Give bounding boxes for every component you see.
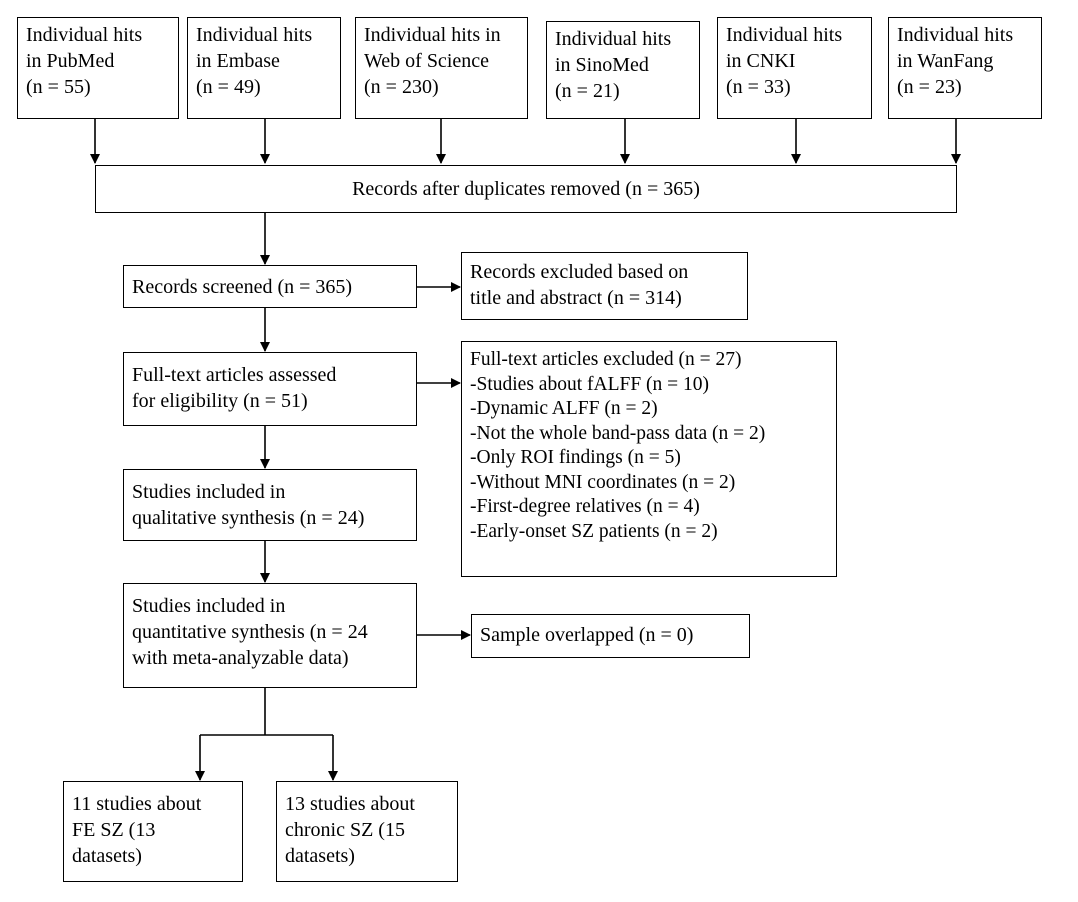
source-box-pubmed: Individual hits in PubMed (n = 55)	[17, 17, 179, 119]
excluded-line: -Without MNI coordinates (n = 2)	[470, 471, 736, 493]
quantitative-synthesis-box: Studies included in quantitative synthes…	[123, 583, 417, 688]
excluded-line: -Not the whole band-pass data (n = 2)	[470, 422, 766, 444]
chronic-sz-box: 13 studies about chronic SZ (15 datasets…	[276, 781, 458, 882]
source-box-cnki: Individual hits in CNKI (n = 33)	[717, 17, 872, 119]
source-box-embase: Individual hits in Embase (n = 49)	[187, 17, 341, 119]
excluded-line: -Dynamic ALFF (n = 2)	[470, 398, 658, 419]
excluded-title-abstract-box: Records excluded based on title and abst…	[461, 252, 748, 320]
records-screened-box: Records screened (n = 365)	[123, 265, 417, 308]
sample-overlapped-box: Sample overlapped (n = 0)	[471, 614, 750, 658]
full-text-assessed-box: Full-text articles assessed for eligibil…	[123, 352, 417, 426]
source-box-sinomed: Individual hits in SinoMed (n = 21)	[546, 21, 700, 119]
excluded-line: -Studies about fALFF (n = 10)	[470, 373, 710, 395]
full-text-excluded-box: Full-text articles excluded (n = 27) -St…	[461, 341, 837, 577]
excluded-line: -Early-onset SZ patients (n = 2)	[470, 520, 718, 542]
excluded-line: -First-degree relatives (n = 4)	[470, 496, 700, 517]
qualitative-synthesis-box: Studies included in qualitative synthesi…	[123, 469, 417, 541]
duplicates-removed-box: Records after duplicates removed (n = 36…	[95, 165, 957, 213]
excluded-line: Full-text articles excluded (n = 27)	[470, 349, 742, 370]
fe-sz-box: 11 studies about FE SZ (13 datasets)	[63, 781, 243, 882]
excluded-line: -Only ROI findings (n = 5)	[470, 447, 681, 468]
source-box-web-of-science: Individual hits in Web of Science (n = 2…	[355, 17, 528, 119]
source-box-wanfang: Individual hits in WanFang (n = 23)	[888, 17, 1042, 119]
